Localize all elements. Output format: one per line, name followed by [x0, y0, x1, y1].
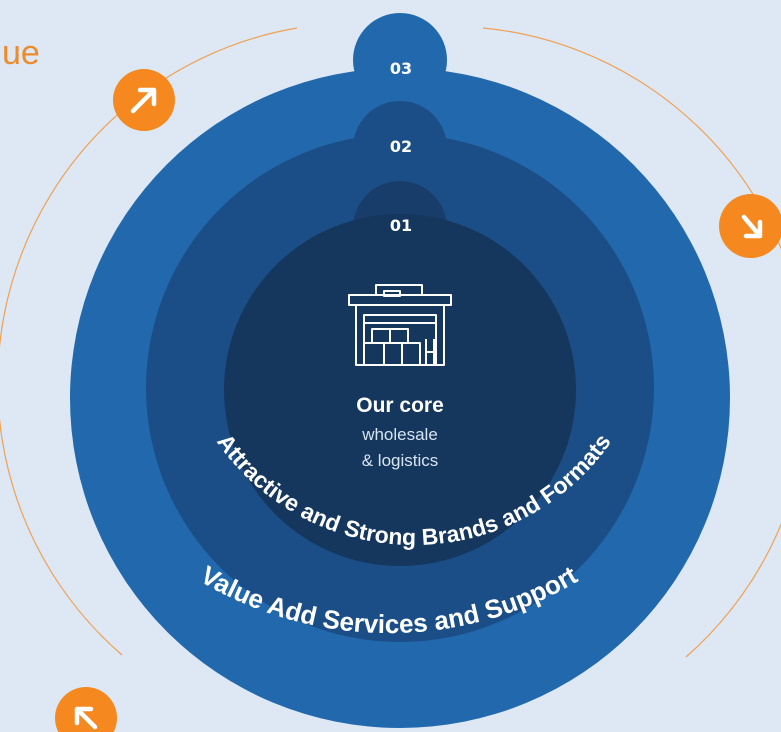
arrow-up-left-icon: [55, 687, 117, 732]
warehouse-icon: [348, 284, 452, 366]
layer-02-number: 02: [390, 137, 412, 156]
core-title: Our core: [356, 394, 444, 417]
core-line-1: wholesale: [361, 425, 438, 444]
core-disc: [224, 214, 576, 566]
layer-01-number: 01: [390, 216, 412, 235]
heading-fragment: ue: [2, 34, 40, 72]
core-line-2: & logistics: [362, 451, 439, 470]
arrow-down-right-icon: [719, 194, 781, 258]
layer-01: 01: [224, 181, 576, 566]
cycle-ring-left: [0, 27, 298, 656]
cycle-ring-right: [482, 27, 781, 658]
layer-03-number: 03: [390, 59, 412, 78]
arrow-up-right-icon: [113, 69, 175, 131]
